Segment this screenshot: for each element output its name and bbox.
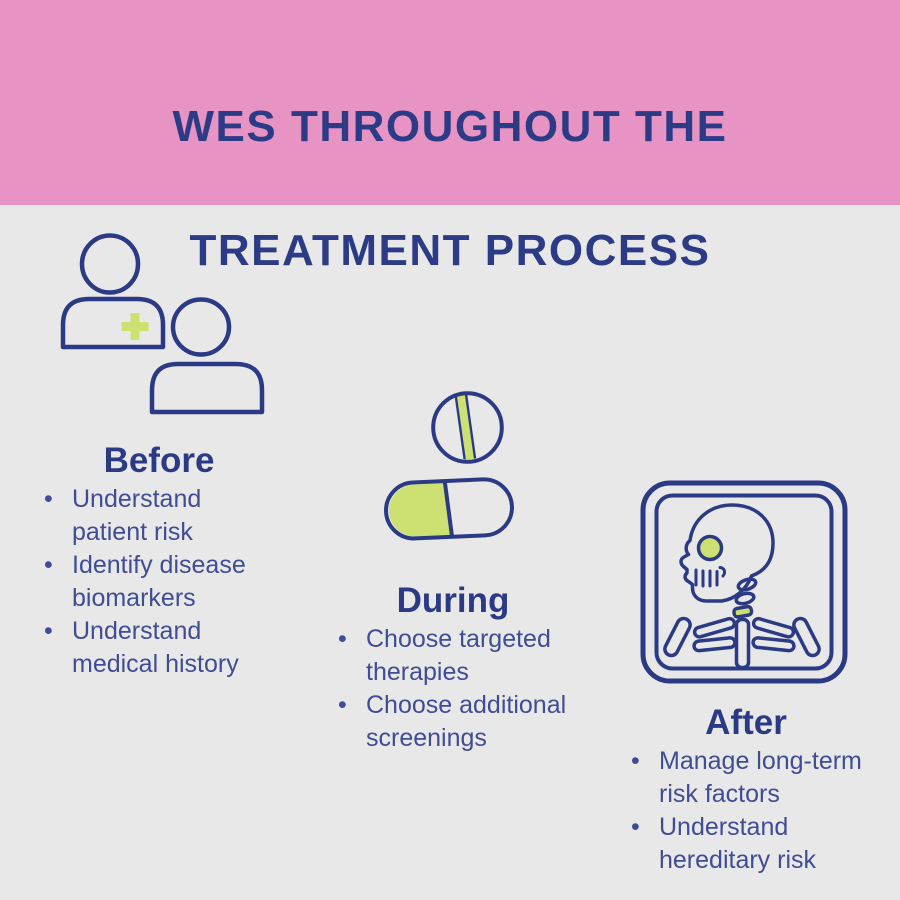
bullet-text: Understand patient risk [72,485,202,546]
vertebra-green [732,604,754,619]
bullet-dot: • [44,551,53,579]
section-after: After • Manage long-term risk factors • … [626,703,866,877]
bullet-dot: • [631,747,640,775]
bullet-dot: • [631,813,640,841]
capsule-outline [384,477,514,541]
section-after-heading: After [705,703,787,742]
bullet-dot: • [44,617,53,645]
list-item: • Choose targeted therapies [333,623,573,689]
bullet-dot: • [44,485,53,513]
list-item: • Manage long-term risk factors [626,745,866,811]
clavicle-left [692,616,737,639]
page-title: WES THROUGHOUT THE TREATMENT PROCESS [173,34,728,282]
mouth-curl [718,566,727,578]
sternum-bone [734,617,751,670]
page-title-line1: WES THROUGHOUT THE [172,102,728,151]
section-before: Before • Understand patient risk • Ident… [39,441,279,681]
xray-skeleton-icon [640,480,848,684]
clavicle-right [751,616,796,639]
list-item: • Understand patient risk [39,483,279,549]
vertebra-2 [734,591,756,606]
list-item: • Understand hereditary risk [626,811,866,877]
list-item: • Choose additional screenings [333,689,573,755]
list-item: • Identify disease biomarkers [39,549,279,615]
capsule-pill [384,477,514,541]
bullet-text: Understand hereditary risk [659,813,816,874]
list-item: • Understand medical history [39,615,279,681]
eye-socket [696,534,724,562]
teeth [694,568,719,588]
bullet-dot: • [338,625,347,653]
section-after-list: • Manage long-term risk factors • Unders… [626,745,866,877]
doctor-head [79,233,141,295]
bullet-text: Choose targeted therapies [366,625,551,686]
section-before-heading: Before [103,441,215,480]
medical-cross-icon [121,313,149,340]
humerus-left [663,616,692,658]
patient-head [170,297,232,357]
section-before-list: • Understand patient risk • Identify dis… [39,483,279,681]
header-band: WES THROUGHOUT THE TREATMENT PROCESS [0,0,900,275]
capsule-green-half [389,483,452,537]
section-during-list: • Choose targeted therapies • Choose add… [333,623,573,755]
capsule-divider [442,481,454,537]
tablet-pill [431,391,504,464]
page-title-line2: TREATMENT PROCESS [189,226,711,275]
bullet-text: Understand medical history [72,617,239,678]
vertebra-1 [736,577,758,592]
bullet-dot: • [338,691,347,719]
humerus-right [792,616,821,658]
xray-outer-frame [640,480,848,684]
patient-body [149,361,265,415]
pill-capsule-icon [384,390,514,541]
bullet-text: Choose additional screenings [366,691,567,752]
bullet-text: Identify disease biomarkers [72,551,246,612]
rib-left [692,636,737,653]
doctor-body [60,296,166,350]
tablet-score-line [453,390,478,464]
section-during-heading: During [396,581,510,620]
section-during: During • Choose targeted therapies • Cho… [333,581,573,755]
doctor-patient-icon [60,233,265,415]
bullet-text: Manage long-term risk factors [659,747,862,808]
skull-outline [679,503,775,603]
rib-right [751,636,796,653]
